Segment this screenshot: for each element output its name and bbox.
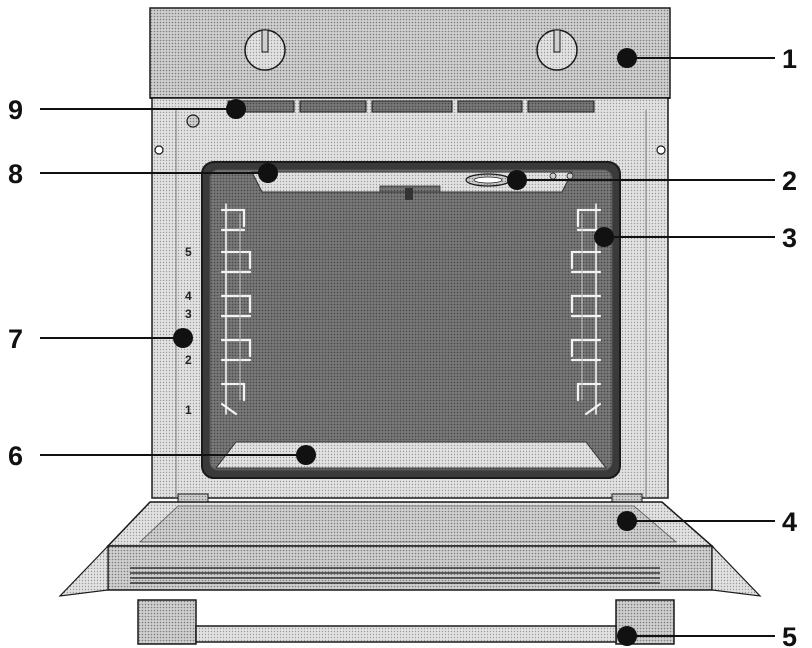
oven-door: [58, 493, 762, 597]
callouts: 1 2 3 4 5 6 7: [8, 44, 797, 648]
callout-marker: [296, 445, 316, 465]
shelf-level-4: 4: [185, 289, 192, 303]
right-knob: [536, 29, 578, 71]
callout-2: 2: [507, 166, 797, 196]
callout-9: 9: [8, 95, 246, 125]
door-vent-slots: [130, 567, 660, 584]
callout-8: 8: [8, 159, 278, 189]
callout-1: 1: [617, 44, 797, 74]
left-knob: [244, 29, 286, 71]
left-screw-icon: [154, 145, 164, 155]
callout-4: 4: [617, 507, 797, 537]
control-panel: [149, 7, 671, 99]
callout-marker: [226, 99, 246, 119]
door-handle: [137, 599, 675, 645]
callout-number: 3: [782, 223, 797, 253]
door-switch-icon: [186, 114, 200, 128]
callout-marker: [617, 48, 637, 68]
cooling-vents: [227, 100, 595, 113]
callout-number: 7: [8, 324, 23, 354]
callout-marker: [258, 163, 278, 183]
right-screw-icon: [656, 145, 666, 155]
callout-marker: [173, 328, 193, 348]
left-shelf-supports: [220, 203, 252, 416]
shelf-level-5: 5: [185, 245, 192, 259]
shelf-level-3: 3: [185, 307, 192, 321]
callout-marker: [617, 511, 637, 531]
callout-number: 4: [782, 507, 797, 537]
callout-number: 2: [782, 166, 797, 196]
shelf-level-2: 2: [185, 353, 192, 367]
callout-marker: [617, 626, 637, 646]
callout-number: 5: [782, 622, 797, 648]
shelf-level-numbers: 5 4 3 2 1: [185, 245, 192, 417]
oven-cavity: [201, 161, 621, 479]
shelf-level-1: 1: [185, 403, 192, 417]
callout-3: 3: [594, 223, 797, 253]
callout-number: 6: [8, 441, 23, 471]
callout-marker: [594, 227, 614, 247]
callout-5: 5: [617, 622, 797, 648]
callout-6: 6: [8, 441, 316, 471]
callout-7: 7: [8, 324, 193, 354]
callout-number: 1: [782, 44, 797, 74]
callout-number: 8: [8, 159, 23, 189]
callout-number: 9: [8, 95, 23, 125]
callout-marker: [507, 170, 527, 190]
